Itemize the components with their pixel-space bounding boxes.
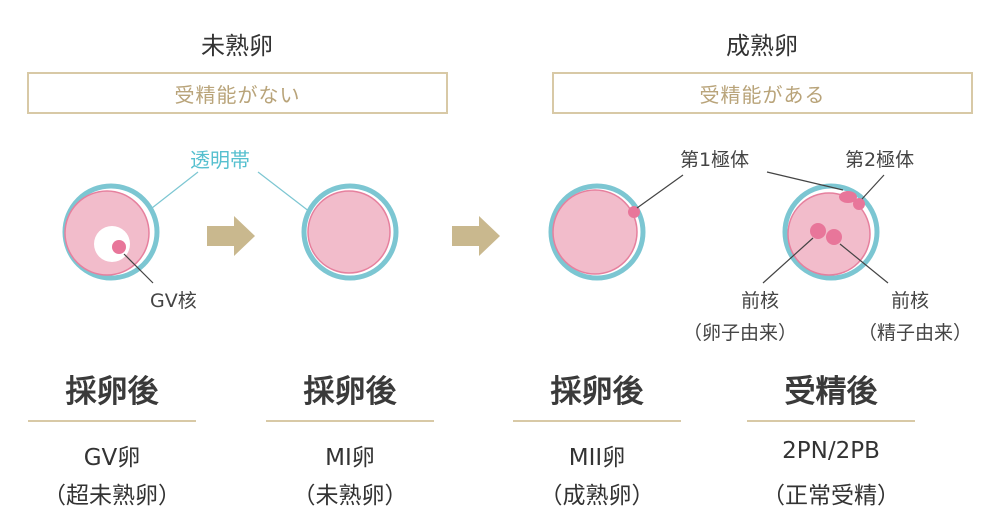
polar2-leader-line-a <box>766 171 844 191</box>
stage-label-4: 受精後 <box>784 374 878 410</box>
label-polar-body-1: 第1極体 <box>680 149 750 171</box>
stage-divider-2 <box>266 420 434 422</box>
label-pronucleus-sperm-origin: （精子由来） <box>857 322 972 344</box>
stage-divider-1 <box>28 420 196 422</box>
cell-sub-1: （超未熟卵） <box>43 483 181 509</box>
cell-gv-oocyte <box>62 183 160 284</box>
label-gv-nucleus: GV核 <box>150 290 197 312</box>
cell-mi-oocyte <box>301 183 399 281</box>
label-pronucleus-egg-origin: （卵子由来） <box>682 322 797 344</box>
polar-body-1-dot <box>628 206 640 218</box>
arrow-right-icon-1 <box>207 216 255 256</box>
stage-divider-3 <box>513 420 681 422</box>
stage-label-2: 採卵後 <box>303 374 397 410</box>
zona-leader-line-1 <box>151 171 199 209</box>
gv-nucleus-dot <box>112 240 126 254</box>
polar-body-2a-dot <box>839 191 857 203</box>
zona-leader-line-2 <box>257 171 311 213</box>
label-pronucleus-sperm: 前核 <box>890 290 929 312</box>
cell-name-2: MI卵 <box>325 445 375 471</box>
gv-leader-line <box>123 253 154 284</box>
polar1-leader-line <box>636 174 684 209</box>
pronucleus-egg-leader-line <box>762 237 814 284</box>
box-no-fertility: 受精能がない <box>27 72 448 114</box>
heading-mature: 成熟卵 <box>726 32 798 60</box>
label-pronucleus-egg: 前核 <box>740 290 779 312</box>
cell-name-4: 2PN/2PB <box>782 438 880 464</box>
cell-sub-3: （成熟卵） <box>539 483 655 509</box>
pronucleus-sperm-dot <box>826 229 842 245</box>
stage-label-1: 採卵後 <box>65 374 159 410</box>
cell-name-1: GV卵 <box>83 445 141 471</box>
cell-sub-4: （正常受精） <box>762 483 900 509</box>
cell-fertilized <box>762 171 889 284</box>
box-has-fertility: 受精能がある <box>552 72 973 114</box>
cell-sub-2: （未熟卵） <box>292 483 408 509</box>
stage-label-3: 採卵後 <box>550 374 644 410</box>
cell-mii-oocyte <box>548 174 684 281</box>
pronucleus-sperm-leader-line <box>839 243 889 284</box>
stage-divider-4 <box>747 420 915 422</box>
polar-body-2b-dot <box>853 198 865 210</box>
heading-immature: 未熟卵 <box>201 32 273 60</box>
cell-name-3: MII卵 <box>568 445 626 471</box>
pronucleus-egg-dot <box>810 223 826 239</box>
arrow-right-icon-2 <box>452 216 500 256</box>
polar2-leader-line-b <box>861 174 885 200</box>
label-zona: 透明帯 <box>190 148 250 172</box>
label-polar-body-2: 第2極体 <box>845 149 915 171</box>
